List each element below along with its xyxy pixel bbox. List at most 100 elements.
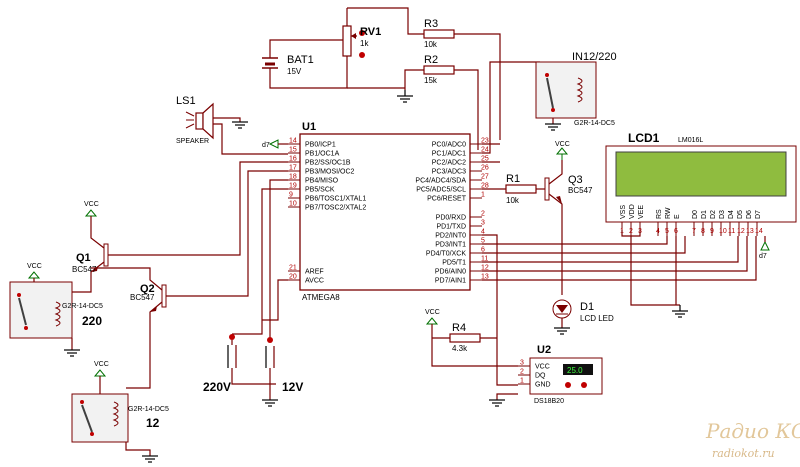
resistor-r4: R4 4.3k	[449, 322, 497, 353]
u1-left-pins: 14PB0/ICP115PB1/OC1A16PB2/SS/OC1B17PB3/M…	[288, 138, 366, 212]
u1-left-pin-name-9: PB6/TOSC1/XTAL1	[305, 196, 366, 203]
lcd-pin-num-VDD: 2	[629, 228, 633, 235]
u1-right-pin-num-27: 27	[481, 174, 489, 181]
wire-pd4	[482, 236, 686, 254]
u1-left-pin-name-17: PB3/MOSI/OC2	[305, 169, 355, 176]
button-12v[interactable]	[265, 337, 275, 400]
u1-right-bottom-pin-num-12: 12	[481, 265, 489, 272]
lcd-pin-name-D7: D7	[755, 210, 762, 219]
ground-relay-in	[545, 123, 561, 131]
led-d1: D1 LCD LED	[552, 299, 614, 328]
u2-pin-num-GND: 1	[520, 378, 524, 385]
wire-pb4	[269, 179, 288, 340]
r1-value: 10k	[506, 196, 520, 205]
relay-in-part: G2R-14-DC5	[574, 120, 615, 127]
wire-pd7	[482, 236, 757, 281]
u1-left-bottom-pin-num-20: 20	[289, 274, 297, 281]
wire-pd2	[482, 234, 518, 386]
lcd-pin-name-E: E	[674, 214, 681, 219]
relay-220: G2R-14-DC5 220	[9, 278, 103, 350]
lcd-pin-num-D2: 9	[710, 228, 714, 235]
u1-left-bottom-pin-name-20: AVCC	[305, 278, 324, 285]
lcd-pin-num-D1: 8	[701, 228, 705, 235]
lcd-pin-name-VSS: VSS	[620, 205, 627, 219]
vcc-relay-220: VCC	[27, 263, 42, 279]
u1-right-bottom-pins: 2PD0/RXD3PD1/TXD4PD2/INT05PD3/INT16PD4/T…	[426, 211, 489, 285]
d1-ref: D1	[580, 301, 594, 313]
u1-right-pin-num-25: 25	[481, 156, 489, 163]
wire-pd5	[482, 236, 739, 263]
vcc-r4: VCC	[425, 309, 518, 367]
net-flag-d7-left: d7	[262, 139, 288, 149]
u1-right-pin-name-28: PC5/ADC5/SCL	[416, 187, 466, 194]
relay-in12-220: IN12/220 G2R-14-DC5	[535, 51, 617, 127]
bat1-ref: BAT1	[287, 54, 314, 66]
u2-ref: U2	[537, 344, 551, 356]
lcd-pin-num-D3: 10	[719, 228, 727, 235]
ground-speaker	[232, 121, 248, 129]
relay-220-part: G2R-14-DC5	[62, 303, 103, 310]
wire-pb5	[232, 188, 288, 335]
u1-left-pin-num-18: 18	[289, 174, 297, 181]
lcd1-pins: VSS1VDD2VEE3RS4RW5E6D07D18D29D310D411D51…	[620, 204, 763, 236]
relay-in-ref: IN12/220	[572, 51, 617, 63]
wire-pd6	[482, 236, 748, 272]
u1-right-bottom-pin-name-2: PD0/RXD	[436, 215, 466, 222]
lcd-pin-num-D6: 13	[746, 228, 754, 235]
watermark-logo: Радио КОТ radiokot.ru	[705, 419, 800, 460]
speaker-ls1: LS1 SPEAKER	[176, 95, 288, 155]
u1-right-bottom-pin-num-6: 6	[481, 247, 485, 254]
d7-flag-text: d7	[262, 142, 270, 149]
lcd-pin-name-VEE: VEE	[638, 205, 645, 219]
lcd-pin-num-E: 6	[674, 228, 678, 235]
net-flag-d7-lcd: d7	[759, 236, 770, 260]
lcd-pin-name-D1: D1	[701, 210, 708, 219]
resistor-r1: R1 10k	[505, 173, 545, 205]
rv1-value: 1k	[360, 39, 369, 48]
d1-label: LCD LED	[580, 314, 614, 323]
u1-right-bottom-pin-num-3: 3	[481, 220, 485, 227]
u1-right-pin-name-23: PC0/ADC0	[432, 142, 466, 149]
lcd-pin-name-VDD: VDD	[629, 204, 636, 219]
lcd-lcd1: LCD1 LM016L VSS1VDD2VEE3RS4RW5E6D07D18D2…	[605, 131, 797, 306]
u1-left-pin-name-16: PB2/SS/OC1B	[305, 160, 351, 167]
r4-ref: R4	[452, 322, 466, 334]
u1-left-pin-num-14: 14	[289, 138, 297, 145]
relay-12-label: 12	[146, 416, 160, 430]
transistor-q2: Q2 BC547	[91, 267, 172, 389]
vcc-q3: VCC	[555, 141, 570, 160]
vcc-relay-12: VCC	[93, 361, 109, 377]
u1-right-pin-name-27: PC4/ADC4/SDA	[415, 178, 466, 185]
u1-right-bottom-pin-num-5: 5	[481, 238, 485, 245]
lcd-pin-name-D6: D6	[746, 210, 753, 219]
ground-d1	[554, 327, 570, 335]
battery-bat1: BAT1 15V	[262, 39, 348, 89]
u1-left-pin-num-17: 17	[289, 165, 297, 172]
lcd-pin-num-D0: 7	[692, 228, 696, 235]
q2-part: BC547	[130, 293, 155, 302]
u1-right-pin-num-26: 26	[481, 165, 489, 172]
vcc-q3-text: VCC	[555, 141, 570, 148]
r2-value: 15k	[424, 76, 438, 85]
wire-pb2	[114, 161, 288, 256]
q3-part: BC547	[568, 186, 593, 195]
lcd-pin-num-RS: 4	[656, 228, 660, 235]
r1-ref: R1	[506, 173, 520, 185]
lcd-pin-name-RW: RW	[665, 207, 672, 219]
watermark-line1: Радио КОТ	[705, 419, 800, 443]
u2-pin-name-GND: GND	[535, 382, 551, 389]
u1-right-pin-num-1: 1	[481, 192, 485, 199]
u1-left-pin-name-19: PB5/SCK	[305, 187, 335, 194]
u1-part: ATMEGA8	[302, 293, 340, 302]
resistor-r3: R3 10k	[423, 18, 501, 140]
vcc-q1-text: VCC	[84, 201, 99, 208]
lcd-pin-name-D3: D3	[719, 210, 726, 219]
vcc-relay-12-text: VCC	[94, 361, 109, 368]
button-220v[interactable]	[227, 334, 276, 385]
relay-12-part: G2R-14-DC5	[128, 406, 169, 413]
button-12v-label: 12V	[282, 380, 303, 394]
u1-right-pin-num-23: 23	[481, 138, 489, 145]
u1-right-bottom-pin-name-3: PD1/TXD	[436, 224, 466, 231]
